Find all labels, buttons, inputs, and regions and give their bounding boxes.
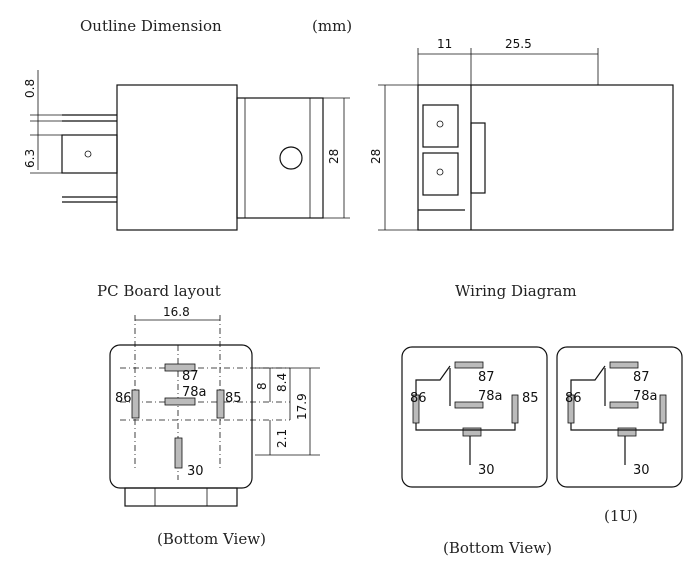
- pin-30: [174, 437, 183, 469]
- pin-78a: [164, 397, 196, 406]
- w1-pin-85: [511, 394, 519, 424]
- pcb-foot: [124, 487, 238, 507]
- pin-label-85: 85: [225, 391, 242, 406]
- dim-25-5: 25.5: [505, 37, 532, 51]
- dim-0-8: 0.8: [23, 79, 37, 98]
- dim-11: 11: [437, 37, 452, 51]
- w2-label-30: 30: [633, 463, 650, 478]
- terminal-tab: [61, 134, 118, 174]
- outline-front-view: 11 25.5 28: [369, 37, 674, 231]
- outline-side-view: 0.8 6.3 28: [23, 70, 350, 231]
- mounting-bracket: [236, 97, 324, 219]
- wiring-diagram-2: 87 78a 86 30: [556, 346, 683, 488]
- relay-body: [116, 84, 238, 231]
- terminal-lower: [422, 152, 459, 196]
- pcb-layout: 87 78a 85 86 30 16.8 8 8.4 17.9 2.1: [109, 305, 320, 507]
- w1-label-86: 86: [410, 391, 427, 406]
- dim-28-left: 28: [327, 149, 341, 164]
- unit-label: (mm): [312, 17, 352, 35]
- relay-body-front: [417, 84, 674, 231]
- w2-pin-87: [609, 361, 639, 369]
- w1-pin-87: [454, 361, 484, 369]
- dim-8: 8: [255, 382, 269, 390]
- wiring-box-2: [556, 346, 683, 488]
- w1-label-30: 30: [478, 463, 495, 478]
- pcb-caption: (Bottom View): [157, 530, 266, 548]
- w2-pin-85: [659, 394, 667, 424]
- pin-86: [131, 389, 140, 419]
- dim-17-9: 17.9: [295, 393, 309, 420]
- wiring-variant: (1U): [604, 507, 638, 525]
- w1-label-87: 87: [478, 370, 495, 385]
- pin-label-30: 30: [187, 464, 204, 479]
- w1-label-78a: 78a: [478, 389, 503, 404]
- w2-label-78a: 78a: [633, 389, 658, 404]
- w1-pin-78a: [454, 401, 484, 409]
- pin-label-86: 86: [115, 391, 132, 406]
- w2-coil: [617, 427, 637, 437]
- w1-label-85: 85: [522, 391, 539, 406]
- w2-label-86: 86: [565, 391, 582, 406]
- pin-87: [164, 363, 196, 372]
- w2-label-87: 87: [633, 370, 650, 385]
- w1-coil: [462, 427, 482, 437]
- wiring-box-1: [401, 346, 548, 488]
- mounting-hole: [279, 146, 303, 170]
- dim-6-3: 6.3: [23, 149, 37, 168]
- wiring-diagram-1: 87 78a 85 86 30: [401, 346, 548, 488]
- pin-label-87: 87: [182, 369, 199, 384]
- dim-16-8: 16.8: [163, 305, 190, 319]
- pin-85: [216, 389, 225, 419]
- dim-28-right: 28: [369, 149, 383, 164]
- dim-2-1: 2.1: [275, 429, 289, 448]
- wiring-caption: (Bottom View): [443, 539, 552, 557]
- pcb-title: PC Board layout: [97, 282, 221, 300]
- terminal-upper: [422, 104, 459, 148]
- pin-label-78a: 78a: [182, 385, 207, 400]
- w2-pin-78a: [609, 401, 639, 409]
- wiring-title: Wiring Diagram: [455, 282, 577, 300]
- dim-8-4: 8.4: [275, 373, 289, 392]
- outline-title: Outline Dimension: [80, 17, 222, 35]
